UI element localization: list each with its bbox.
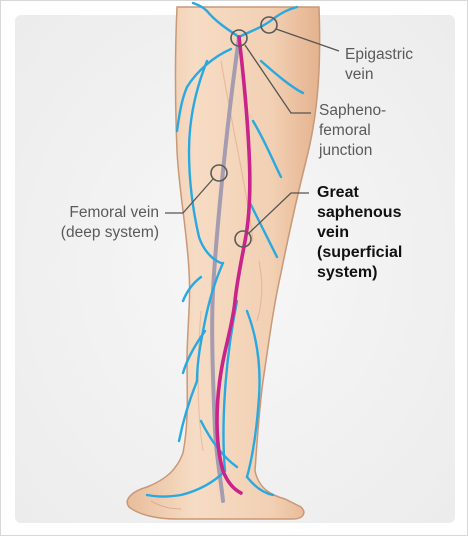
saphenous-line-4: (superficial (317, 243, 402, 263)
femoral-line-1: Femoral vein (37, 203, 159, 223)
junction-line-1: Sapheno- (319, 101, 386, 121)
saphenous-line-5: system) (317, 263, 402, 283)
saphenous-line-3: vein (317, 223, 402, 243)
saphenous-line-1: Great (317, 183, 402, 203)
epigastric-line-2: vein (345, 65, 413, 85)
femoral-vein-label: Femoral vein (deep system) (37, 203, 159, 243)
junction-line-3: junction (319, 141, 386, 161)
great-saphenous-vein-label: Great saphenous vein (superficial system… (317, 183, 402, 283)
saphenous-line-2: saphenous (317, 203, 402, 223)
saphenofemoral-junction-label: Sapheno- femoral junction (319, 101, 386, 161)
epigastric-vein-label: Epigastric vein (345, 45, 413, 85)
femoral-line-2: (deep system) (37, 223, 159, 243)
junction-line-2: femoral (319, 121, 386, 141)
epigastric-line-1: Epigastric (345, 45, 413, 65)
